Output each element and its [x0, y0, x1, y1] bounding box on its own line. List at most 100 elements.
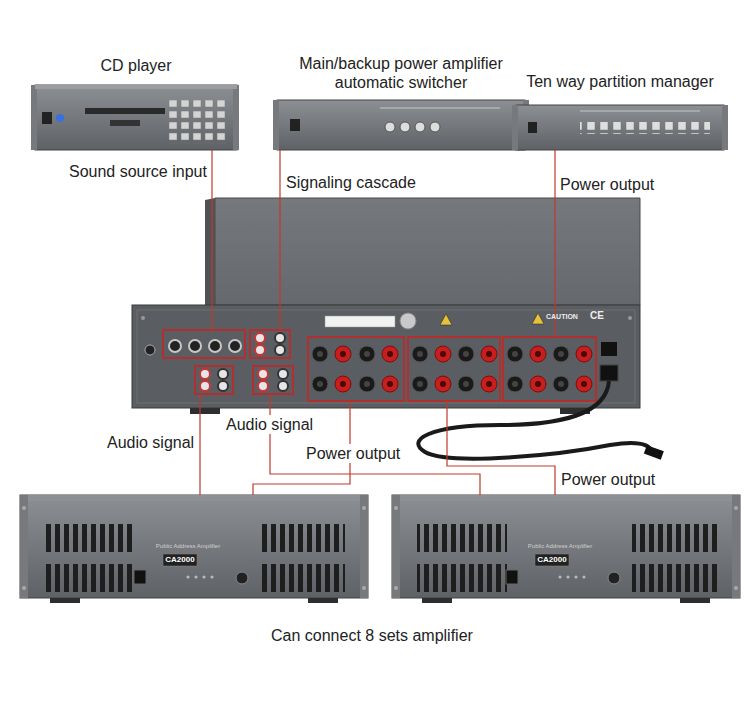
signal-wire	[279, 150, 280, 198]
status-led	[187, 576, 190, 579]
amplifier-drawing	[20, 495, 368, 603]
highlight-box	[408, 337, 500, 401]
lead-line	[349, 401, 350, 410]
button-grid	[168, 100, 228, 144]
signal-wire	[554, 150, 555, 198]
control-knob	[415, 122, 425, 132]
amplifier-drawing	[392, 495, 740, 603]
power-switch	[506, 570, 518, 584]
speaker-terminal	[312, 376, 328, 392]
front-panel	[35, 85, 237, 150]
status-led	[559, 576, 562, 579]
speaker-terminal	[458, 376, 474, 392]
rca-jack	[200, 369, 210, 379]
screw	[22, 506, 26, 510]
speaker-terminal	[507, 376, 523, 392]
volume-knob	[236, 572, 248, 584]
connection-label: Sound source input	[68, 162, 208, 181]
vent-grille	[260, 524, 345, 552]
status-led	[583, 576, 586, 579]
speaker-terminal	[507, 346, 523, 362]
vent-grille	[260, 564, 345, 592]
rack-ear	[360, 495, 368, 598]
control-knob	[385, 122, 395, 132]
speaker-terminal	[530, 346, 546, 362]
speaker-terminal	[412, 376, 428, 392]
rack-ear	[233, 85, 239, 150]
rca-jack	[258, 369, 268, 379]
status-led	[211, 576, 214, 579]
mixer-amplifier: CAUTIONCE	[128, 198, 644, 410]
switcher-unit: Main/backup power amplifier automatic sw…	[270, 54, 532, 150]
power-amplifier: Public Address AmplifierCA2000	[18, 495, 370, 600]
vent-grille	[632, 524, 717, 552]
rack-ear	[732, 495, 740, 598]
speaker-terminal	[359, 346, 375, 362]
connection-label: Audio signal	[225, 415, 314, 434]
rack-ear	[722, 105, 728, 150]
speaker-terminal	[382, 376, 398, 392]
volume-knob	[608, 572, 620, 584]
rack-ear	[20, 495, 28, 598]
cd-player: CD player	[30, 56, 242, 150]
device-heading: CD player	[30, 56, 242, 75]
speaker-terminal	[458, 346, 474, 362]
vent-grille	[45, 524, 135, 552]
power-cord	[418, 381, 652, 459]
warning-triangle	[532, 313, 544, 324]
rubber-foot	[680, 598, 710, 603]
rca-jack	[200, 381, 210, 391]
disc-slot	[85, 108, 165, 114]
connection-label: Power output	[559, 175, 655, 194]
highlight-box	[503, 337, 596, 401]
status-led	[195, 576, 198, 579]
rack-ear	[205, 198, 215, 322]
highlight-box	[253, 366, 293, 394]
input-jack	[169, 340, 181, 352]
lead-line	[279, 198, 280, 330]
speaker-terminal	[576, 346, 592, 362]
control-knob	[400, 122, 410, 132]
port-leads	[200, 198, 555, 410]
connection-label: Power output	[305, 444, 401, 463]
highlight-box	[250, 330, 290, 358]
rubber-foot	[308, 598, 338, 603]
panel-marking: CE	[590, 310, 604, 322]
vent-grille	[632, 564, 717, 592]
speaker-terminal	[312, 346, 328, 362]
rca-jack	[218, 381, 228, 391]
rubber-foot	[50, 598, 80, 603]
status-led	[567, 576, 570, 579]
screw	[362, 506, 366, 510]
lead-line	[199, 394, 200, 410]
connection-label: Audio signal	[106, 433, 195, 452]
lead-line	[269, 394, 270, 410]
signal-wire	[199, 410, 200, 495]
panel-marking: Public Address Amplifier	[118, 543, 258, 550]
warning-triangle	[440, 314, 452, 325]
rca-jack	[218, 369, 228, 379]
speaker-terminal	[435, 376, 451, 392]
screw	[22, 586, 26, 590]
display-window	[110, 120, 140, 126]
device-heading: Ten way partition manager	[510, 72, 730, 91]
signal-wire	[447, 410, 555, 495]
control-knob	[430, 122, 440, 132]
speaker-terminal	[553, 346, 569, 362]
rack-ear	[273, 100, 279, 150]
signal-wire	[211, 150, 212, 198]
caption-label: Can connect 8 sets amplifier	[270, 626, 474, 645]
rca-jack	[275, 345, 285, 355]
panel-print	[380, 107, 500, 109]
model-plate	[163, 554, 197, 566]
power-socket	[600, 365, 618, 381]
speaker-terminal	[335, 376, 351, 392]
speaker-terminal	[435, 346, 451, 362]
speaker-terminal	[481, 346, 497, 362]
front-panel	[392, 495, 740, 598]
top-cover	[215, 198, 640, 305]
